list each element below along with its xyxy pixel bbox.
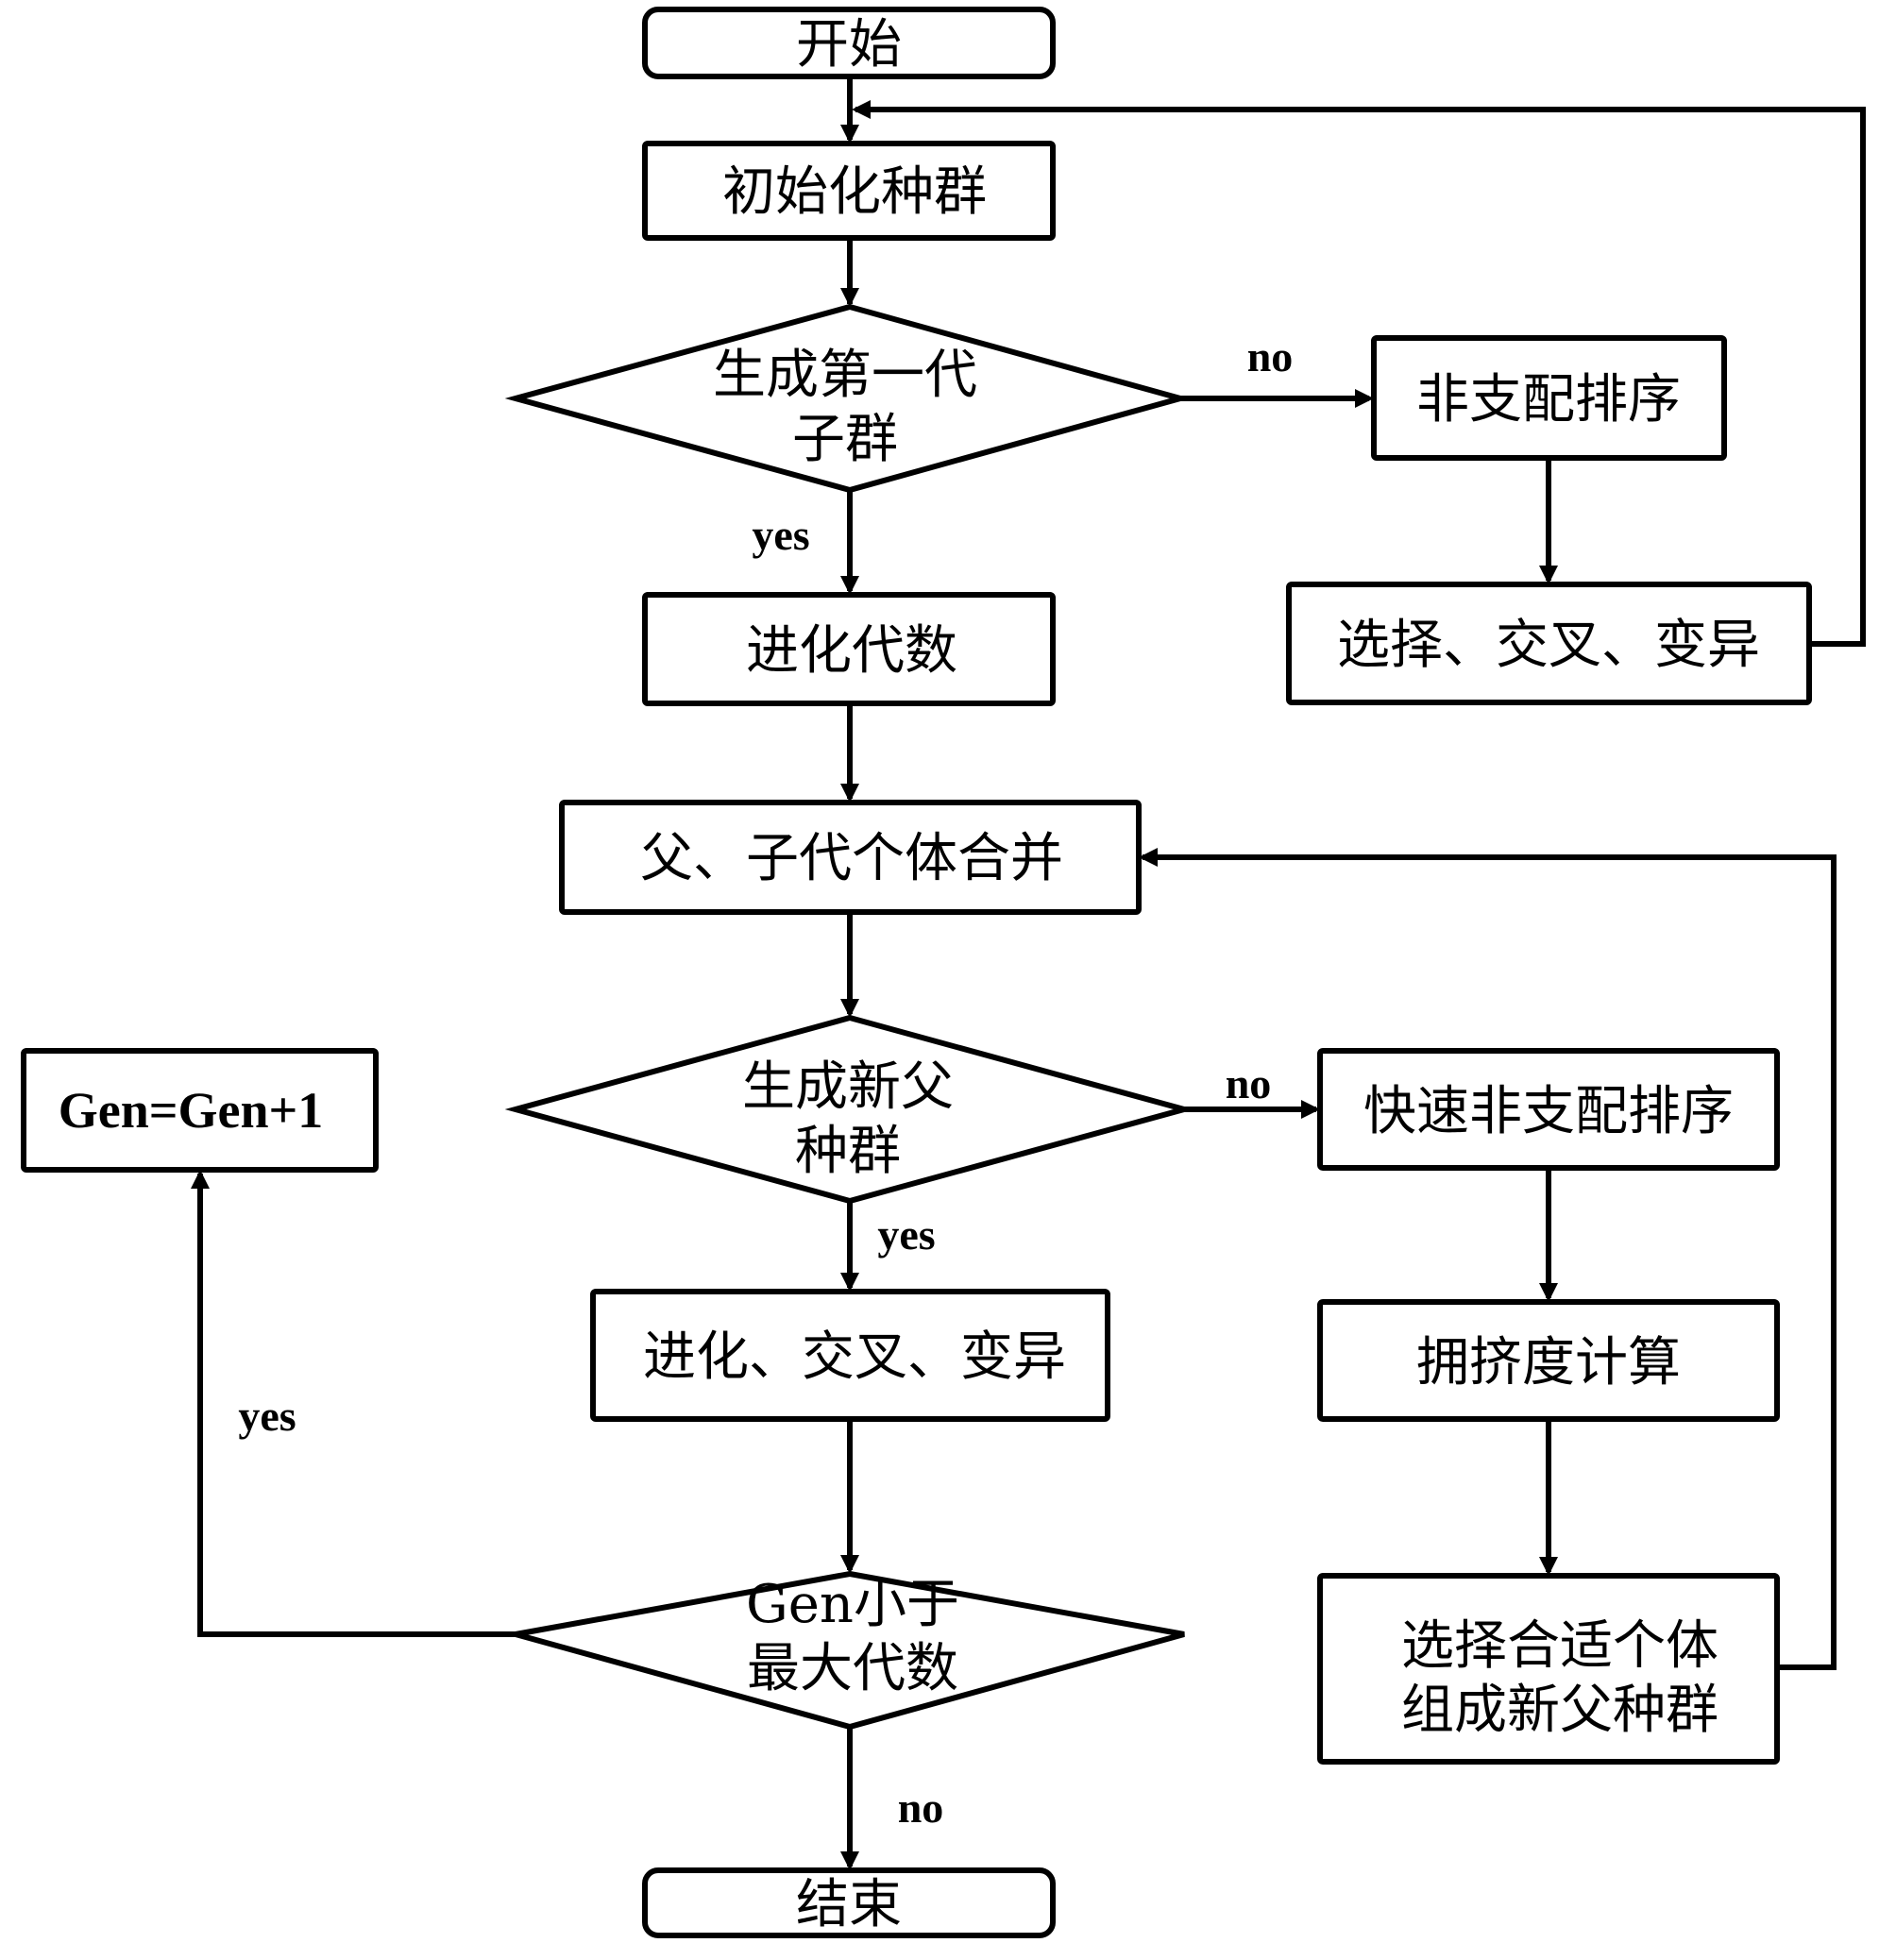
node-gen-increment: Gen=Gen+1 bbox=[21, 1048, 379, 1173]
decision-new-parent-line2: 种群 bbox=[795, 1121, 901, 1182]
node-start: 开始 bbox=[642, 7, 1056, 79]
node-fast-non-dominated-sort-label: 快速非支配排序 bbox=[1363, 1081, 1734, 1142]
node-merge-parent-child-label: 父、子代个体合并 bbox=[640, 828, 1063, 889]
node-select-crossover-mutate-1-label: 选择、交叉、变异 bbox=[1337, 615, 1760, 676]
arrow-down-select2 bbox=[1539, 1557, 1558, 1576]
edge-loop-to-merge bbox=[1143, 854, 1837, 1670]
node-crowding-distance-label: 拥挤度计算 bbox=[1416, 1332, 1681, 1394]
edge-diamond3-yes bbox=[197, 1174, 516, 1637]
node-end: 结束 bbox=[642, 1867, 1056, 1938]
node-non-dominated-sort-label: 非支配排序 bbox=[1416, 369, 1681, 431]
arrow-left-loop-init bbox=[852, 100, 871, 119]
arrow-right-nds bbox=[1355, 389, 1374, 408]
node-end-label: 结束 bbox=[796, 1874, 902, 1935]
node-evolution-generations-label: 进化代数 bbox=[746, 620, 957, 682]
decision-first-offspring: 生成第一代 子群 bbox=[504, 303, 1192, 494]
decision-first-offspring-line1: 生成第一代 bbox=[713, 345, 977, 406]
edge-label-d2-yes: yes bbox=[877, 1210, 935, 1259]
edge-loop-to-init bbox=[855, 107, 1866, 647]
edge-label-d3-no: no bbox=[898, 1783, 944, 1832]
decision-first-offspring-line2: 子群 bbox=[792, 409, 898, 470]
arrow-left-merge bbox=[1139, 848, 1158, 867]
arrow-right-fnds bbox=[1301, 1100, 1320, 1119]
decision-gen-less-than-max: Gen小于 最大代数 bbox=[515, 1570, 1185, 1731]
arrow-down-crowding bbox=[1539, 1283, 1558, 1302]
arrow-down-evolve bbox=[840, 1273, 859, 1292]
arrow-down-merge bbox=[840, 784, 859, 803]
node-init-population-label: 初始化种群 bbox=[722, 161, 987, 223]
node-non-dominated-sort: 非支配排序 bbox=[1371, 335, 1727, 461]
arrow-down-diamond2 bbox=[840, 999, 859, 1018]
arrow-down-diamond1 bbox=[840, 288, 859, 307]
decision-new-parent: 生成新父 种群 bbox=[504, 1014, 1195, 1205]
node-select-individuals: 选择合适个体 组成新父种群 bbox=[1317, 1573, 1780, 1765]
node-evolution-generations: 进化代数 bbox=[642, 592, 1056, 706]
node-start-label: 开始 bbox=[796, 14, 902, 76]
node-fast-non-dominated-sort: 快速非支配排序 bbox=[1317, 1048, 1780, 1171]
node-evolve-crossover-mutate-2-label: 进化、交叉、变异 bbox=[643, 1326, 1066, 1388]
arrow-down-diamond3 bbox=[840, 1555, 859, 1574]
decision-gen-less-than-max-line2: 最大代数 bbox=[747, 1638, 958, 1699]
node-crowding-distance: 拥挤度计算 bbox=[1317, 1299, 1780, 1422]
edge-label-d1-no: no bbox=[1247, 332, 1294, 380]
arrow-up-gen bbox=[191, 1170, 210, 1189]
arrowheads bbox=[191, 100, 1558, 1870]
edge-label-d3-yes: yes bbox=[238, 1392, 296, 1440]
edge-label-d2-no: no bbox=[1226, 1059, 1272, 1107]
arrow-down-select1 bbox=[1539, 566, 1558, 584]
decision-new-parent-line1: 生成新父 bbox=[742, 1056, 954, 1118]
node-merge-parent-child: 父、子代个体合并 bbox=[559, 800, 1142, 915]
node-select-individuals-line1: 选择合适个体 bbox=[1401, 1615, 1718, 1677]
node-init-population: 初始化种群 bbox=[642, 141, 1056, 241]
node-gen-increment-label: Gen=Gen+1 bbox=[59, 1082, 324, 1139]
edge-label-d1-yes: yes bbox=[752, 511, 809, 559]
node-select-crossover-mutate-1: 选择、交叉、变异 bbox=[1286, 582, 1812, 705]
node-select-individuals-line2: 组成新父种群 bbox=[1401, 1680, 1718, 1741]
decision-gen-less-than-max-line1: Gen小于 bbox=[746, 1574, 959, 1635]
arrow-down-init bbox=[840, 125, 859, 144]
arrow-down-end bbox=[840, 1851, 859, 1870]
arrow-down-evo bbox=[840, 576, 859, 595]
node-evolve-crossover-mutate-2: 进化、交叉、变异 bbox=[590, 1289, 1110, 1422]
